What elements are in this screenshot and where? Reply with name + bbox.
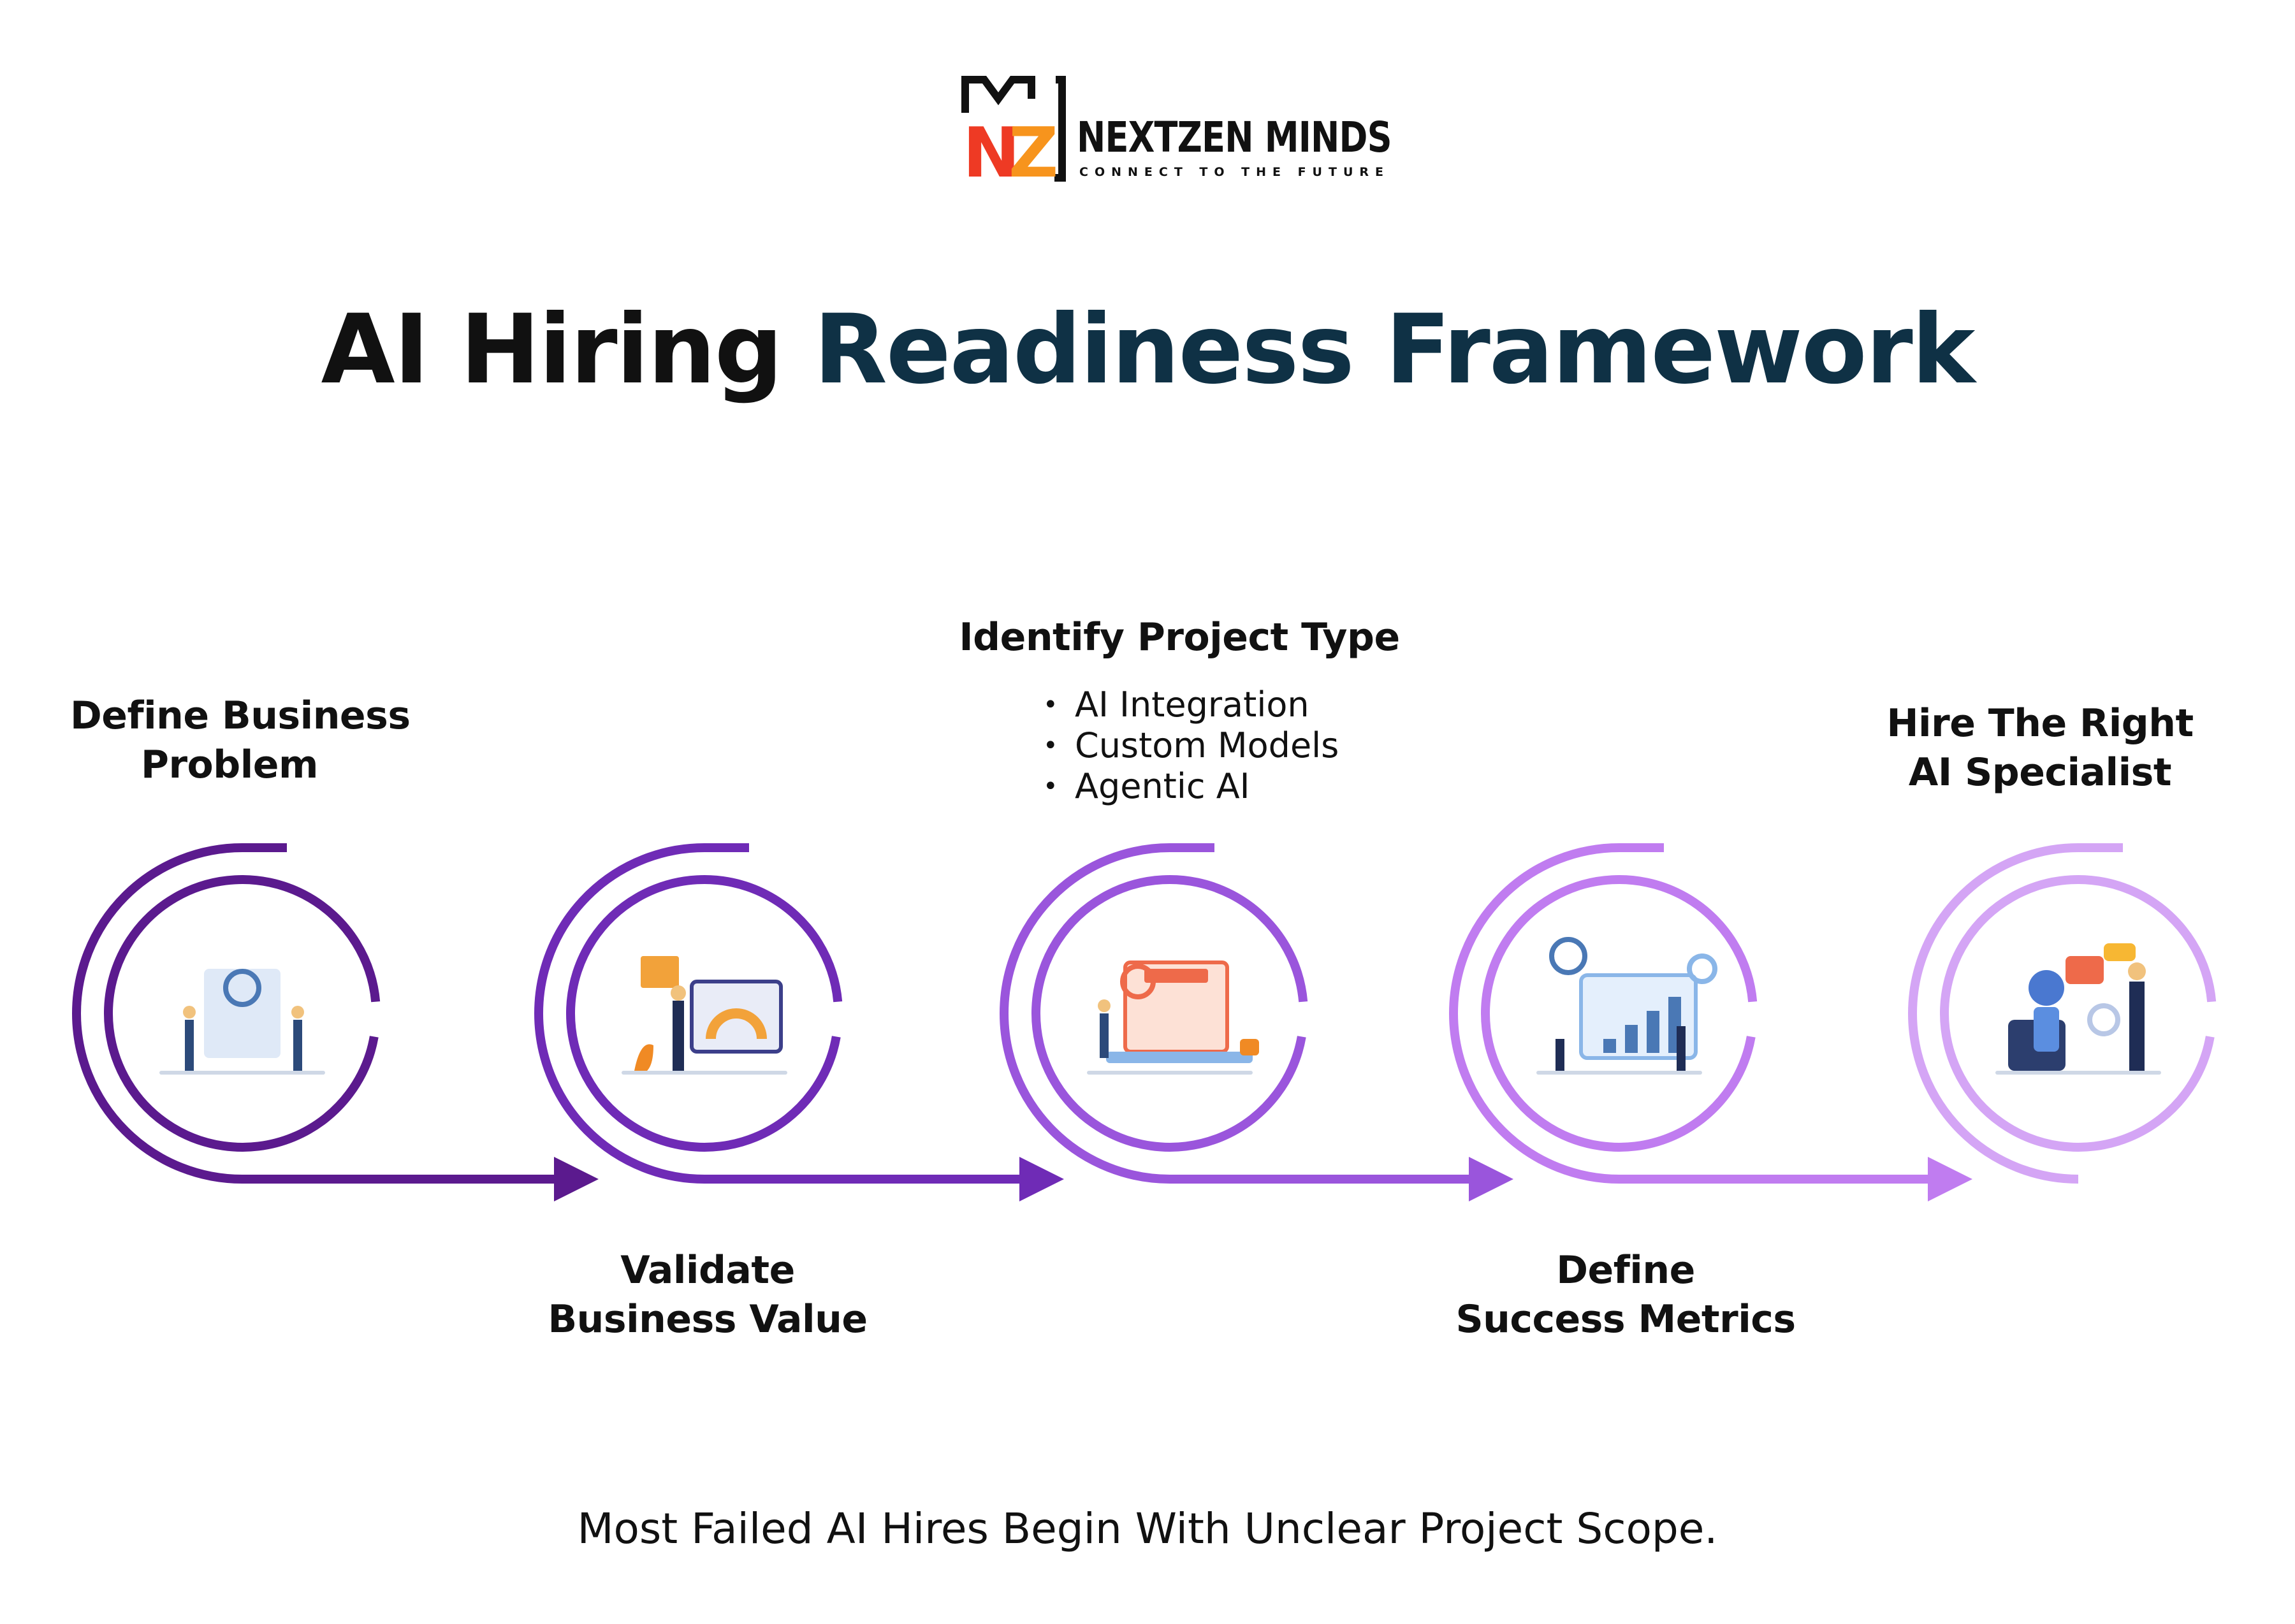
gear-shape <box>1687 953 1717 984</box>
spiral-inner-ring <box>1031 875 1308 1152</box>
person-right-head <box>291 1006 304 1019</box>
coffee-cup-shape <box>1240 1039 1259 1055</box>
spiral-inner-ring <box>1481 875 1758 1152</box>
gauge-shape <box>706 1008 767 1040</box>
speech-bubble-shape <box>2066 956 2104 984</box>
ai-specialist-illustration <box>1995 943 2161 1075</box>
person-head <box>671 985 686 1001</box>
logo-n-glyph: N <box>963 113 1020 183</box>
magnifier-shape <box>1120 964 1156 999</box>
floor-line <box>1087 1071 1253 1075</box>
page-title: AI Hiring Readiness Framework <box>0 294 2295 405</box>
spiral-inner-ring <box>104 875 381 1152</box>
logo-tagline: CONNECT TO THE FUTURE <box>1079 165 1390 179</box>
floor-line <box>159 1071 325 1075</box>
person-standing <box>1677 1026 1686 1071</box>
calculator-shape <box>641 956 679 988</box>
business-problem-illustration <box>159 969 325 1075</box>
step-3-label: Identify Project Type <box>959 615 1400 660</box>
person-right <box>293 1020 302 1071</box>
bar-shape <box>1625 1025 1638 1053</box>
project-type-item: AI Integration <box>1043 685 1339 725</box>
bar-shape <box>1603 1039 1616 1053</box>
footer-note: Most Failed AI Hires Begin With Unclear … <box>577 1504 1718 1553</box>
spiral-outer-ring <box>1449 843 1972 1201</box>
person-head <box>1098 999 1111 1012</box>
magnifier-shape <box>223 969 261 1007</box>
spiral-outer-ring <box>1000 843 1513 1201</box>
business-value-illustration <box>622 956 787 1075</box>
project-badge-shape <box>1144 969 1208 983</box>
project-type-illustration <box>1087 961 1259 1075</box>
person-left-head <box>183 1006 196 1019</box>
logo-name: NEXTZEN MINDS <box>1077 113 1392 162</box>
project-type-list: AI Integration Custom Models Agentic AI <box>1043 685 1339 807</box>
gear-shape <box>2087 1003 2120 1036</box>
robot-body-shape <box>2034 1007 2059 1052</box>
spiral-inner-ring <box>1940 875 2217 1152</box>
bar-shape <box>1647 1011 1659 1053</box>
person-head <box>2128 962 2146 980</box>
logo-mark-icon: NZ N Z <box>961 76 1066 183</box>
spiral-outer-ring <box>72 843 599 1201</box>
board-shape <box>204 969 280 1058</box>
robot-head-shape <box>2029 970 2064 1006</box>
floor-line <box>1536 1071 1702 1075</box>
success-metrics-illustration <box>1536 937 1717 1075</box>
spiral-outer-ring <box>534 843 1064 1201</box>
chart-board-shape <box>1579 973 1698 1060</box>
target-shape <box>1549 937 1587 975</box>
title-part-2: Readiness Framework <box>813 294 1975 405</box>
person-body <box>673 1001 684 1071</box>
floor-line <box>622 1071 787 1075</box>
plant-shape <box>634 1044 653 1071</box>
project-type-item: Agentic AI <box>1043 766 1339 807</box>
floor-line <box>1995 1071 2161 1075</box>
person-left <box>185 1020 194 1071</box>
laptop-base-shape <box>1106 1052 1253 1063</box>
person-body <box>1100 1013 1109 1058</box>
speech-bubble-small-shape <box>2104 943 2136 961</box>
project-type-item: Custom Models <box>1043 725 1339 766</box>
logo-z-glyph: Z <box>1009 113 1058 183</box>
title-part-1: AI Hiring <box>321 294 783 405</box>
brand-logo: NZ N Z NEXTZEN MINDS CONNECT TO THE FUTU… <box>960 75 1392 183</box>
spiral-inner-ring <box>566 875 843 1152</box>
person-sitting <box>1556 1039 1564 1071</box>
spiral-outer-ring <box>1908 843 2123 1184</box>
person-body <box>2129 982 2145 1071</box>
